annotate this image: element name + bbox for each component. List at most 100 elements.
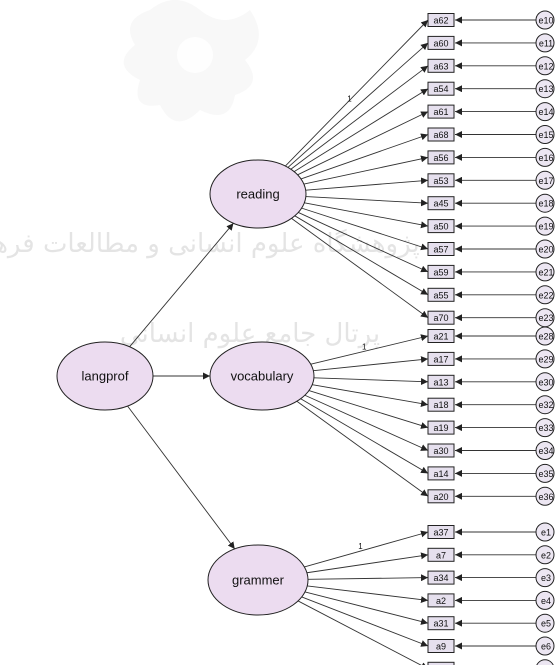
loading-path-a54 [293, 88, 429, 173]
error-e15 [535, 125, 555, 144]
indicator-a50 [427, 219, 455, 234]
loading-path-a30 [304, 394, 429, 451]
latent-label-reading: reading [236, 187, 279, 202]
latent-vocabulary [209, 341, 315, 411]
loading-path-a45 [305, 196, 429, 207]
indicator-a61 [427, 104, 455, 119]
loading-path-a7 [306, 552, 429, 574]
error-e14 [535, 102, 555, 122]
indicator-label: a18 [433, 400, 448, 410]
indicator-label: a68 [433, 130, 448, 140]
indicator-a55 [427, 287, 455, 302]
indicator-a13 [427, 374, 455, 389]
loading-path-a60 [287, 42, 429, 168]
error-label: e19 [538, 222, 553, 232]
indicator-label: a34 [433, 573, 448, 583]
latent-langprof [56, 341, 154, 411]
indicator-a37 [427, 525, 455, 539]
loading-path-a70 [291, 217, 429, 319]
indicator-a59 [427, 264, 455, 279]
latent-label-grammer: grammer [232, 573, 285, 588]
indicator-label: a57 [433, 245, 448, 255]
indicator-a7 [427, 547, 455, 562]
error-label: e35 [538, 469, 553, 479]
indicator-a14 [427, 466, 455, 481]
loading-path-a13 [313, 377, 429, 386]
indicator-label: a53 [433, 176, 448, 186]
error-e6 [535, 636, 555, 656]
error-e13 [535, 79, 555, 99]
error-e5 [535, 613, 555, 633]
loading-path-a59 [298, 212, 429, 273]
loading-fixed-label: 1 [358, 542, 363, 551]
error-e11 [535, 33, 555, 53]
loading-path-a53 [305, 177, 429, 191]
error-label: e10 [538, 16, 553, 26]
error-e10 [535, 10, 555, 30]
error-e34 [535, 441, 555, 460]
indicator-label: a61 [433, 107, 448, 117]
indicator-label: a63 [433, 61, 448, 71]
error-label: e28 [538, 332, 553, 342]
indicator-label: a20 [433, 492, 448, 502]
loading-path-a2 [307, 585, 429, 604]
loading-fixed-label: 1 [347, 95, 352, 104]
indicator-label: a54 [433, 84, 448, 94]
indicator-a68 [427, 127, 455, 142]
indicator-label: a60 [433, 38, 448, 48]
indicator-a18 [427, 397, 455, 412]
error-e12 [535, 56, 555, 76]
indicator-label: a55 [433, 290, 448, 300]
error-label: e11 [539, 38, 553, 48]
error-label: e1 [541, 528, 551, 538]
latent-label-vocabulary: vocabulary [231, 369, 294, 384]
indicator-label: a62 [433, 16, 448, 26]
indicator-a19 [427, 420, 455, 435]
error-label: e20 [538, 245, 553, 255]
error-label: e22 [538, 290, 553, 300]
loading-path-a14 [300, 398, 429, 474]
error-e3 [535, 568, 555, 588]
indicator-a60 [427, 35, 455, 50]
error-label: e29 [538, 354, 553, 364]
indicator-a53 [427, 173, 455, 188]
latent-grammer [207, 544, 309, 616]
indicator-label: a7 [436, 550, 446, 560]
error-e33 [535, 418, 555, 438]
error-label: e17 [538, 176, 553, 186]
path-langprof-to-reading [129, 222, 234, 348]
error-e35 [535, 463, 555, 483]
latent-label-langprof: langprof [82, 369, 129, 384]
indicator-label: a17 [433, 354, 448, 364]
error-label: e18 [538, 199, 553, 209]
loading-path-a18 [312, 384, 429, 407]
error-label: e15 [538, 130, 553, 140]
indicator-label: a9 [436, 642, 446, 652]
loading-path-a17 [313, 356, 429, 372]
indicator-a57 [427, 242, 455, 256]
latent-reading [209, 159, 307, 229]
indicator-a9 [427, 639, 455, 653]
indicator-a70 [427, 310, 455, 325]
loading-path-a62 [284, 19, 429, 167]
error-label: e33 [538, 423, 553, 433]
error-label: e13 [538, 84, 553, 94]
indicator-label: a59 [433, 267, 448, 277]
loading-path-a57 [301, 207, 429, 251]
loading-path-a9 [301, 596, 429, 647]
watermark-text-line1: پژوهشگاه علوم انسانی و مطالعات فرهنگی [0, 228, 420, 259]
loading-path-a19 [308, 390, 429, 429]
error-e22 [535, 285, 555, 305]
indicator-a45 [427, 196, 455, 211]
loading-path-a21 [310, 334, 429, 365]
error-e18 [535, 193, 555, 213]
error-e32 [535, 395, 555, 415]
indicator-a2 [427, 593, 455, 608]
error-label: e14 [538, 107, 553, 117]
indicator-label: a19 [433, 423, 448, 433]
indicator-label: a30 [433, 446, 448, 456]
loading-path-a68 [300, 133, 429, 180]
loading-path-a56 [303, 155, 429, 185]
